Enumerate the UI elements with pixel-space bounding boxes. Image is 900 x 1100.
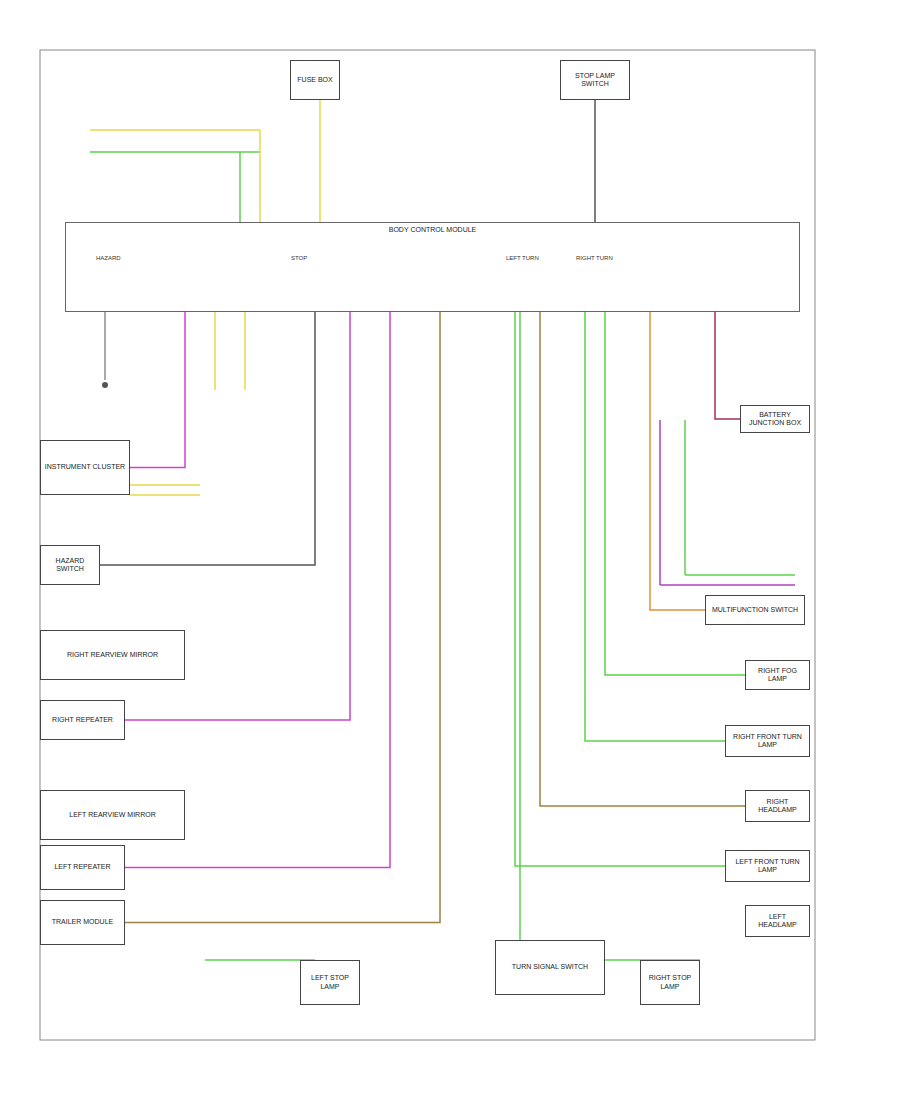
- wire-connector: [540, 312, 745, 806]
- wire: [660, 584, 795, 586]
- component-label: LEFT STOP LAMP: [304, 974, 356, 990]
- pin-label: HAZARD: [95, 255, 122, 261]
- wire: [684, 420, 686, 575]
- component-box: BATTERY JUNCTION BOX: [740, 405, 810, 433]
- component-box: MULTIFUNCTION SWITCH: [705, 595, 805, 625]
- component-box: RIGHT STOP LAMP: [640, 960, 700, 1005]
- wire: [685, 574, 795, 576]
- component-label: INSTRUMENT CLUSTER: [45, 463, 125, 471]
- pin-label: RIGHT TURN: [575, 255, 614, 261]
- component-label: LEFT HEADLAMP: [749, 913, 806, 929]
- component-box: TURN SIGNAL SWITCH: [495, 940, 605, 995]
- component-box: HAZARD SWITCH: [40, 545, 100, 585]
- component-box: LEFT HEADLAMP: [745, 905, 810, 937]
- wire: [659, 420, 661, 585]
- module-band: BODY CONTROL MODULE: [65, 222, 800, 312]
- wire: [105, 312, 106, 380]
- component-box: INSTRUMENT CLUSTER: [40, 440, 130, 495]
- component-label: MULTIFUNCTION SWITCH: [712, 606, 798, 614]
- component-label: BODY CONTROL MODULE: [389, 226, 477, 234]
- wire-connector: [715, 312, 740, 419]
- component-label: FUSE BOX: [297, 76, 332, 84]
- wire: [90, 151, 260, 153]
- component-box: RIGHT FRONT TURN LAMP: [725, 725, 810, 757]
- wire: [239, 152, 241, 222]
- component-box: STOP LAMP SWITCH: [560, 60, 630, 100]
- component-box: RIGHT FOG LAMP: [745, 660, 810, 690]
- component-label: RIGHT FOG LAMP: [749, 667, 806, 683]
- wire: [244, 312, 246, 390]
- component-label: HAZARD SWITCH: [44, 557, 96, 573]
- component-label: RIGHT REPEATER: [52, 716, 113, 724]
- component-box: LEFT REARVIEW MIRROR: [40, 790, 185, 840]
- component-box: LEFT REPEATER: [40, 845, 125, 890]
- component-label: RIGHT REARVIEW MIRROR: [67, 651, 158, 659]
- pin-label: LEFT TURN: [505, 255, 540, 261]
- component-label: RIGHT FRONT TURN LAMP: [729, 733, 806, 749]
- ground-symbol: [102, 382, 108, 388]
- component-label: STOP LAMP SWITCH: [564, 72, 626, 88]
- component-box: TRAILER MODULE: [40, 900, 125, 945]
- wire: [214, 312, 216, 390]
- wire: [130, 494, 200, 496]
- component-label: RIGHT STOP LAMP: [644, 974, 696, 990]
- wire-connector: [125, 312, 390, 868]
- wire: [259, 130, 261, 222]
- component-label: LEFT REPEATER: [54, 863, 110, 871]
- wire-connector: [594, 100, 596, 222]
- wire: [130, 484, 200, 486]
- wire-connector: [585, 312, 725, 741]
- wire: [90, 129, 260, 131]
- pin-label: STOP: [290, 255, 308, 261]
- component-label: TURN SIGNAL SWITCH: [512, 963, 588, 971]
- component-label: LEFT REARVIEW MIRROR: [69, 811, 155, 819]
- component-label: BATTERY JUNCTION BOX: [744, 411, 806, 427]
- wire-connector: [650, 312, 705, 610]
- component-box: RIGHT REARVIEW MIRROR: [40, 630, 185, 680]
- page-frame: [40, 50, 815, 1040]
- wire-connector: [319, 100, 321, 222]
- wire-connector: [130, 312, 185, 468]
- wire-connector: [100, 312, 315, 565]
- component-box: LEFT STOP LAMP: [300, 960, 360, 1005]
- component-box: FUSE BOX: [290, 60, 340, 100]
- component-label: TRAILER MODULE: [52, 918, 113, 926]
- component-box: LEFT FRONT TURN LAMP: [725, 850, 810, 882]
- wire: [205, 959, 315, 961]
- component-box: RIGHT REPEATER: [40, 700, 125, 740]
- wire-connector: [515, 312, 725, 866]
- component-box: RIGHT HEADLAMP: [745, 790, 810, 822]
- wire-connector: [519, 312, 521, 940]
- component-label: RIGHT HEADLAMP: [749, 798, 806, 814]
- component-label: LEFT FRONT TURN LAMP: [729, 858, 806, 874]
